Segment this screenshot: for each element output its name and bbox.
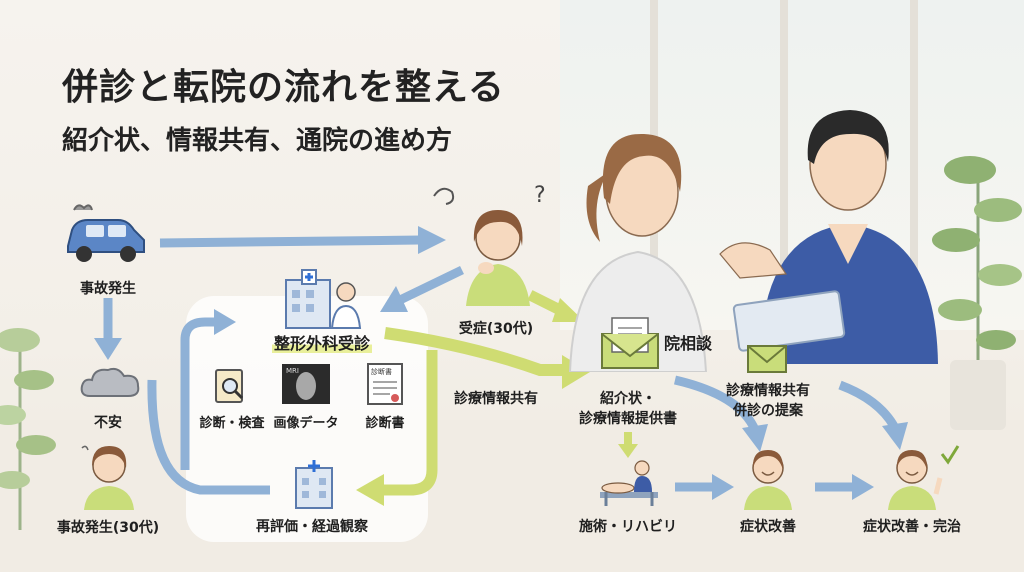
arrowhead-visit [418, 226, 446, 254]
clinician-illustration [719, 110, 938, 364]
label-anxiety: 不安 [94, 415, 122, 431]
patient-30s-icon: ? [433, 183, 546, 306]
label-info-share-mid: 診療情報共有 [454, 391, 538, 407]
page-title: 併診と転院の流れを整える [62, 67, 505, 108]
envelope-document-icon [601, 317, 659, 369]
arrow-loop [147, 379, 270, 495]
label-info-share-right: 診療情報共有 [726, 383, 810, 399]
mri-text: MRI [286, 367, 299, 375]
arrowhead-improve [712, 474, 734, 500]
recovered-patient-icon [888, 445, 960, 510]
certificate-heading: 診断書 [371, 367, 392, 376]
label-referral-info: 診療情報提供書 [579, 411, 677, 427]
label-accident-patient: 事故発生(30代) [56, 520, 160, 536]
orthopedics-highlight: 整形外科受診 [271, 334, 373, 353]
arrowhead-loop-up [214, 309, 236, 335]
plant-right-icon [932, 156, 1022, 430]
envelope-icon [747, 345, 787, 373]
clipboard-search-icon [215, 369, 244, 403]
arrowhead-complete [852, 474, 874, 500]
arrow-loop-up [180, 317, 216, 470]
car-icon [67, 204, 145, 262]
arrow-share-to-complete [838, 380, 899, 431]
label-treatment: 施術・リハビリ [579, 519, 677, 535]
label-clinic-consult: 院相談 [664, 334, 713, 353]
smiling-patient-icon [744, 450, 792, 510]
plant-left-icon [0, 328, 56, 530]
label-complete: 症状改善・完治 [863, 519, 961, 535]
arrowhead-treatment [618, 444, 638, 458]
certificate-icon: 診断書 [367, 363, 403, 405]
svg-text:?: ? [534, 183, 546, 208]
label-orthopedics: 整形外科受診 [271, 330, 373, 354]
arrowhead-referral [562, 355, 590, 389]
arrow-green-down [380, 350, 438, 496]
arrow-ortho-to-referral [384, 327, 565, 376]
arrowhead-improve-top [742, 424, 768, 452]
mri-image-icon: MRI [282, 364, 330, 404]
treatment-icon [600, 460, 658, 506]
arrowhead-anxiety [94, 338, 122, 360]
cloud-icon [80, 367, 140, 397]
label-accident: 事故発生 [80, 281, 136, 297]
label-certificate: 診断書 [365, 416, 405, 431]
arrow-visit-to-ortho [398, 265, 464, 305]
label-improve: 症状改善 [740, 519, 796, 535]
label-joint-proposal: 併診の提案 [733, 403, 803, 419]
worried-patient-icon [81, 445, 134, 510]
arrow-visit-to-clinic [527, 290, 563, 315]
arrow-referral-to-improve [673, 375, 760, 432]
label-image-data: 画像データ [273, 416, 339, 431]
arrow-accident-to-visit [159, 235, 421, 248]
arrowhead-complete-top [882, 422, 908, 450]
arrowhead-ortho [380, 286, 408, 312]
page-subtitle: 紹介状、情報共有、通院の進め方 [62, 126, 453, 156]
hospital-icon [295, 460, 333, 509]
label-visit-30s: 受症(30代) [458, 321, 534, 337]
arrowhead-reassess [356, 474, 384, 506]
hospital-doctor-icon [285, 269, 362, 329]
label-diagnosis-exam: 診断・検査 [199, 416, 265, 431]
label-referral: 紹介状・ [600, 391, 656, 407]
label-reassessment: 再評価・経過観察 [256, 519, 368, 535]
